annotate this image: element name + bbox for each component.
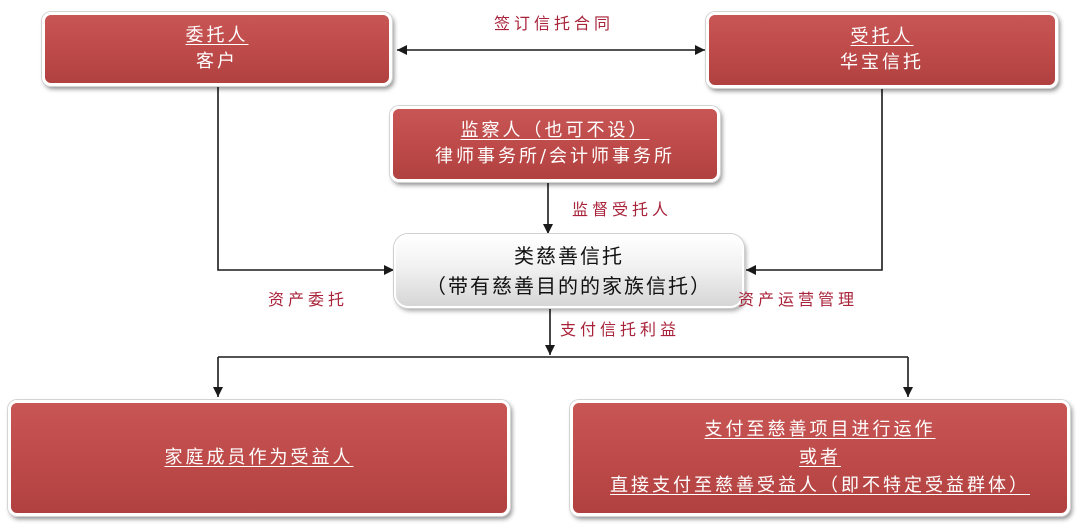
asset-entrust-label: 资产委托 [268,290,349,309]
charity-beneficiary-box: 支付至慈善项目进行运作 或者 直接支付至慈善受益人（即不特定受益群体） [570,400,1070,516]
asset-manage-label: 资产运营管理 [738,290,859,309]
settlor-subtitle: 客户 [196,51,238,72]
trustee-to-trust-arrow [746,88,883,275]
charity-line-1: 支付至慈善项目进行运作 [704,419,936,440]
trustee-subtitle: 华宝信托 [840,52,924,73]
trustee-box: 受托人 华宝信托 [706,12,1058,88]
settlor-to-trust-arrow [217,86,394,275]
arrow-group [213,45,913,397]
trust-box: 类慈善信托 （带有慈善目的的家族信托） [394,234,744,308]
pay-benefit-label: 支付信托利益 [560,320,681,339]
family-beneficiary-box: 家庭成员作为受益人 [8,400,510,516]
family-title: 家庭成员作为受益人 [164,447,354,468]
supervisor-subtitle: 律师事务所/会计师事务所 [434,146,676,167]
charity-line-3: 直接支付至慈善受益人（即不特定受益群体） [610,475,1030,496]
supervisor-title: 监察人（也可不设） [460,120,650,141]
supervise-label: 监督受托人 [572,200,673,219]
charity-line-2: 或者 [799,447,841,468]
contract-label: 签订信托合同 [494,14,615,33]
trust-subtitle: （带有慈善目的的家族信托） [426,274,712,298]
trustee-title: 受托人 [850,26,914,47]
settlor-title: 委托人 [185,25,249,46]
trust-title: 类慈善信托 [514,244,624,268]
supervisor-box: 监察人（也可不设） 律师事务所/会计师事务所 [390,106,720,182]
settlor-box: 委托人 客户 [42,12,392,86]
